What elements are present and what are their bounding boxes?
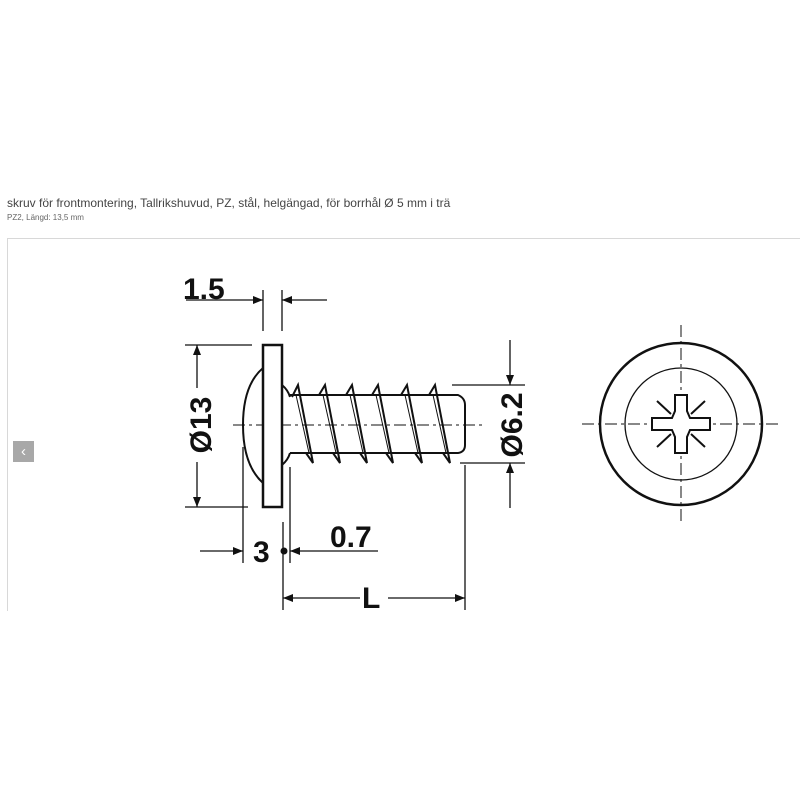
image-viewer <box>7 238 800 611</box>
dim-head-diameter: Ø13 <box>185 397 218 454</box>
dim-offset: 0.7 <box>330 521 372 554</box>
pozidriv-recess-icon <box>651 394 711 454</box>
product-title: skruv för frontmontering, Tallrikshuvud,… <box>7 196 451 210</box>
dim-head-thickness: 1.5 <box>183 273 225 306</box>
chevron-left-icon: ‹ <box>21 443 26 460</box>
screw-top-view <box>582 325 780 523</box>
dim-thread-diameter: Ø6.2 <box>496 392 529 457</box>
dimension-dot <box>280 547 288 555</box>
previous-image-button[interactable]: ‹ <box>13 441 34 462</box>
dimension-lines <box>185 290 525 610</box>
product-subtitle: PZ2, Längd: 13,5 mm <box>7 213 84 222</box>
dim-length: L <box>362 582 380 615</box>
screw-side-view <box>233 343 485 509</box>
dim-dome-height: 3 <box>253 536 270 569</box>
